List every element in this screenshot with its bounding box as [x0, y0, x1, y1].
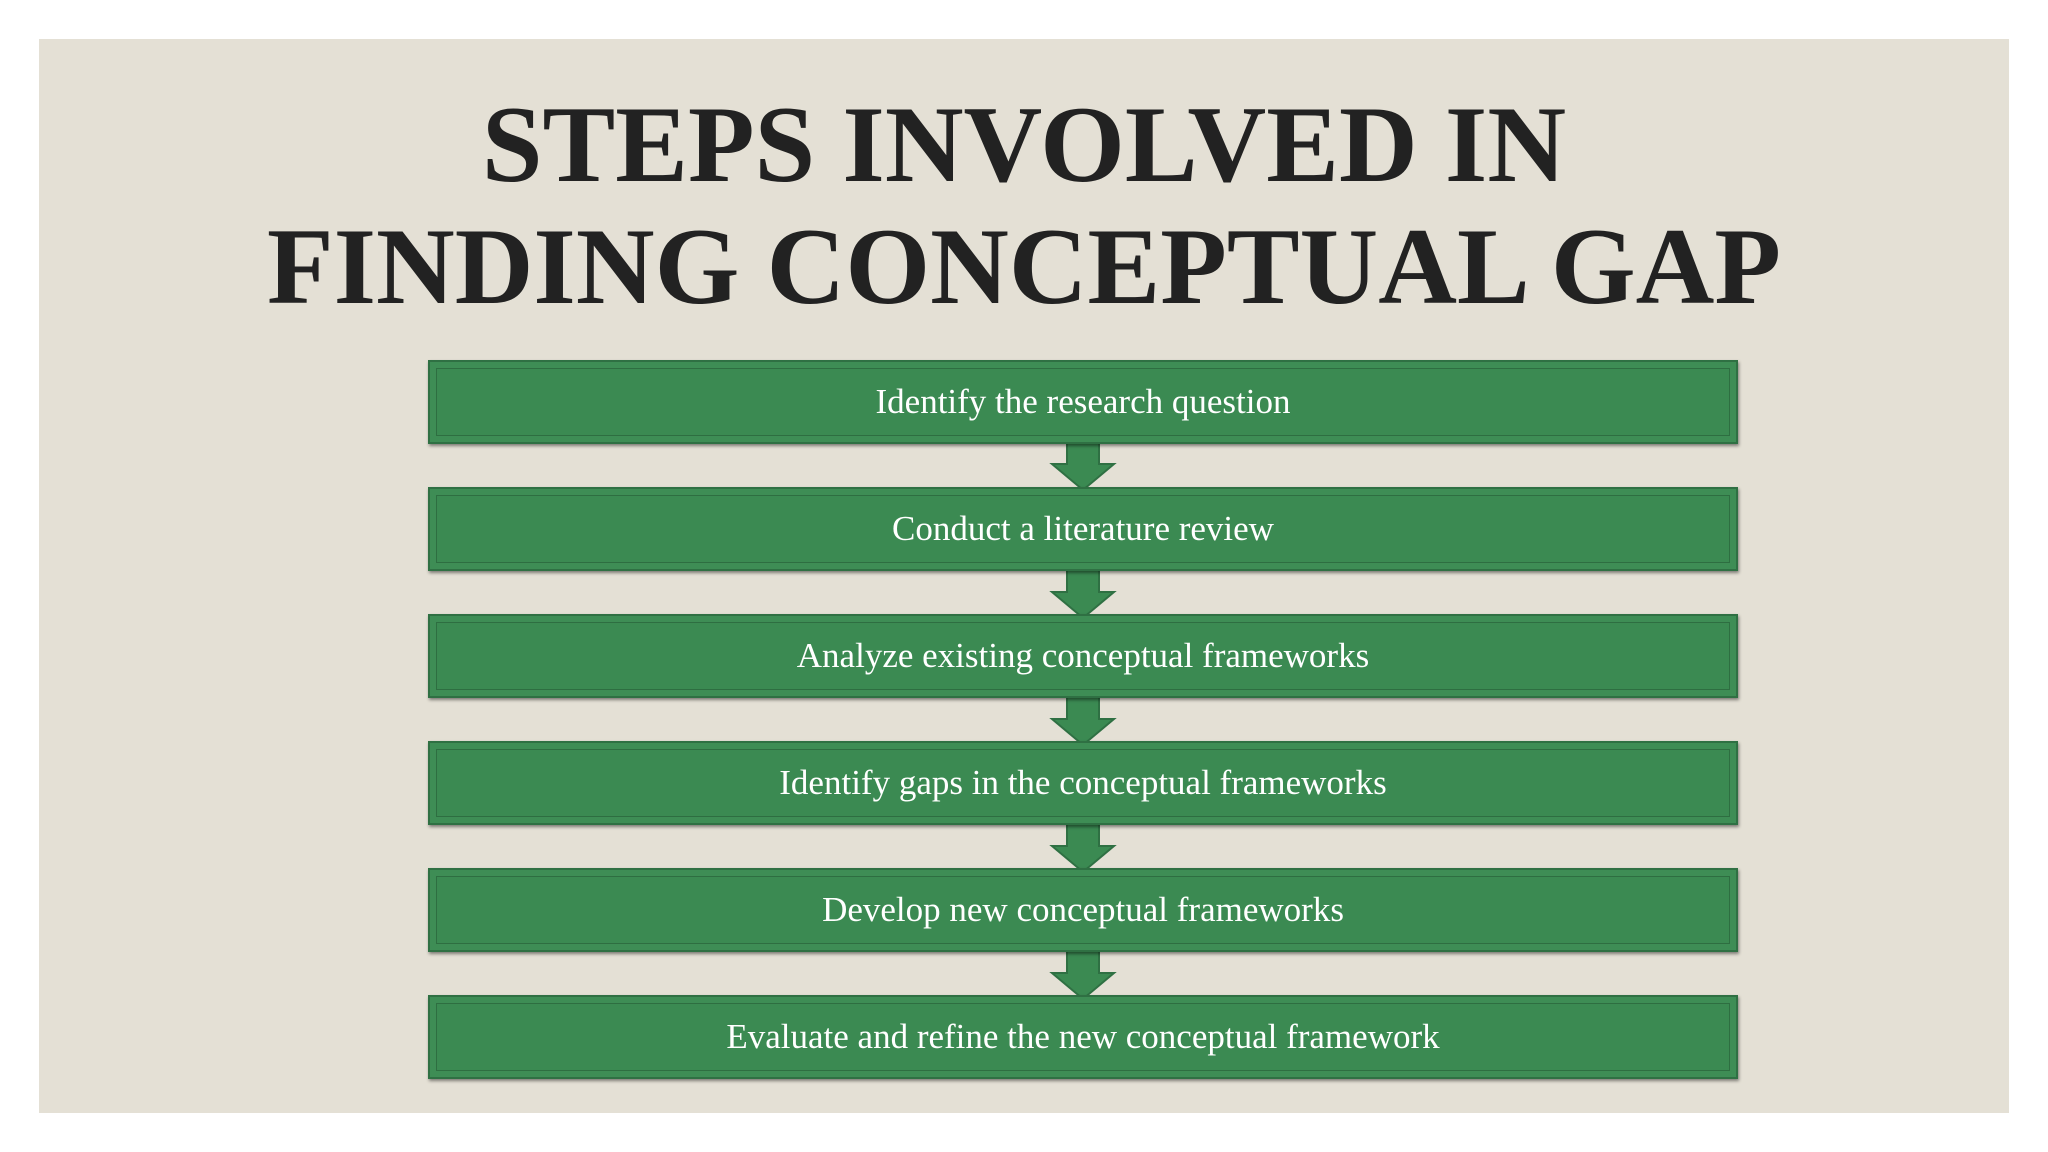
- step-box: Identify the research question: [428, 360, 1738, 444]
- step-box: Analyze existing conceptual frameworks: [428, 614, 1738, 698]
- down-arrow-icon: [1049, 823, 1117, 874]
- step-label: Evaluate and refine the new conceptual f…: [726, 1017, 1440, 1056]
- step-label: Analyze existing conceptual frameworks: [796, 636, 1370, 675]
- down-arrow-icon: [1049, 696, 1117, 747]
- step-label: Conduct a literature review: [892, 509, 1274, 548]
- step-label: Identify gaps in the conceptual framewor…: [779, 763, 1387, 802]
- step-box: Conduct a literature review: [428, 487, 1738, 571]
- step-label: Identify the research question: [875, 382, 1291, 421]
- down-arrow-icon: [1049, 950, 1117, 1001]
- step-box: Identify gaps in the conceptual framewor…: [428, 741, 1738, 825]
- title-line-2: FINDING CONCEPTUAL GAP: [267, 206, 1781, 327]
- title-line-1: STEPS INVOLVED IN: [481, 84, 1567, 205]
- down-arrow-icon: [1049, 569, 1117, 620]
- process-flow: Identify the research question Conduct a…: [39, 39, 2009, 1113]
- slide: STEPS INVOLVED IN FINDING CONCEPTUAL GAP…: [39, 39, 2009, 1113]
- step-label: Develop new conceptual frameworks: [822, 890, 1344, 929]
- step-box: Evaluate and refine the new conceptual f…: [428, 995, 1738, 1079]
- step-box: Develop new conceptual frameworks: [428, 868, 1738, 952]
- down-arrow-icon: [1049, 441, 1117, 492]
- page-title: STEPS INVOLVED IN FINDING CONCEPTUAL GAP: [39, 84, 2009, 328]
